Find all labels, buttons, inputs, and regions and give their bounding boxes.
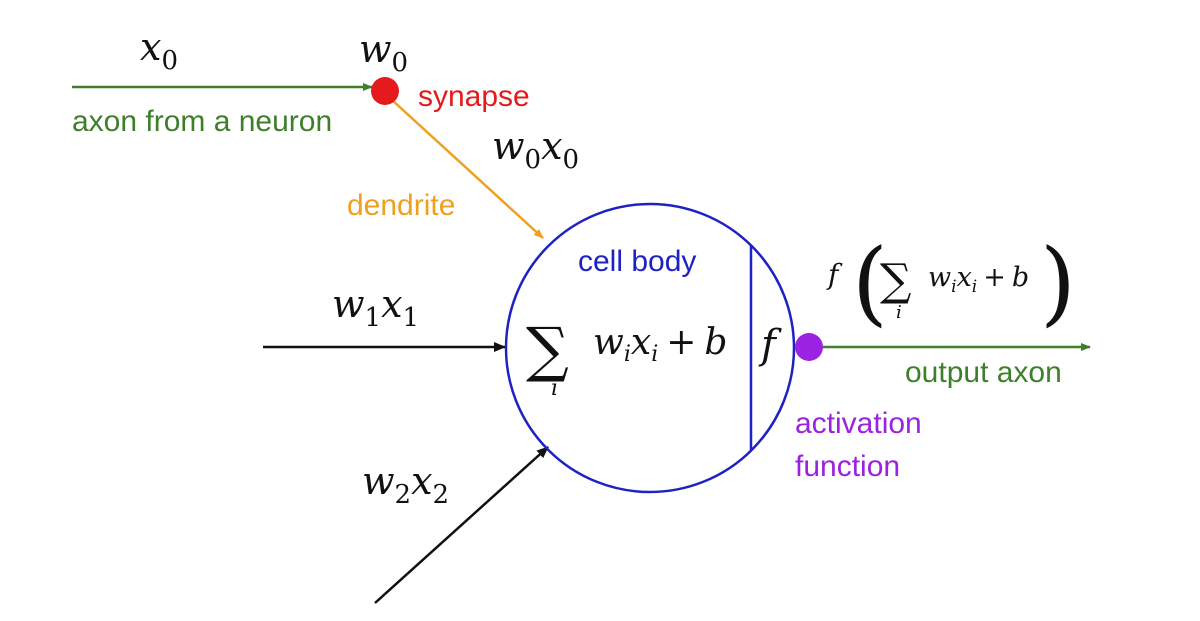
w0-label: w0 (359, 27, 408, 78)
output-close-paren: ) (1040, 229, 1076, 336)
axon-from-neuron-label: axon from a neuron (72, 105, 332, 138)
dendrite-line (391, 99, 544, 239)
activation-label-line1: activation (795, 407, 922, 440)
input-w2x2-arrow (374, 446, 549, 604)
output-axon-label: output axon (905, 356, 1062, 389)
synapse-label: synapse (418, 80, 530, 113)
cell-body-circle (504, 202, 796, 494)
sum-symbol: ∑ (526, 315, 569, 385)
output-expression: f ( ∑ i wixi+b ) (826, 229, 1076, 336)
output-sum-index: i (896, 302, 902, 323)
activation-f-symbol: f (758, 322, 782, 368)
synapse-dot (371, 77, 399, 105)
x0-label: x0 (140, 25, 178, 76)
w2x2-label: w2x2 (362, 459, 449, 510)
activation-label-line2: function (795, 450, 900, 483)
activation-dot (795, 333, 823, 361)
sum-index: i (551, 376, 558, 401)
output-f: f (826, 258, 843, 291)
w1x1-label: w1x1 (332, 282, 419, 333)
output-terms: wixi+b (928, 262, 1029, 297)
output-sum-symbol: ∑ (880, 255, 911, 306)
w0x0-label: w0x0 (492, 124, 579, 175)
sum-terms: wixi+b (593, 322, 727, 367)
cell-body-sum-expression: ∑ i wixi+b (526, 315, 727, 401)
output-open-paren: ( (852, 229, 888, 336)
dendrite-label: dendrite (347, 189, 455, 222)
cell-body-label: cell body (578, 245, 696, 278)
